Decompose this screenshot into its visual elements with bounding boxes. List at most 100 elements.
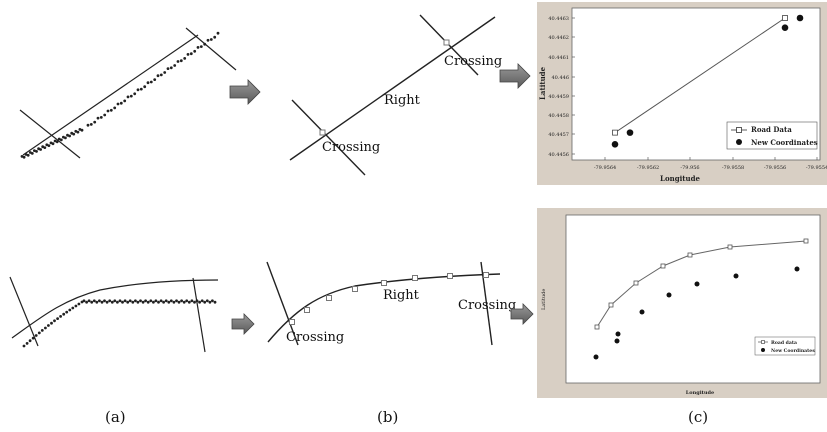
new-coordinate-point	[611, 140, 619, 148]
gps-point	[45, 143, 49, 147]
chart-bottom-legend-road: Road data	[771, 340, 797, 346]
gps-point	[37, 331, 41, 335]
gps-point	[78, 127, 82, 131]
chart-top-legend-new: New Coordinates	[751, 138, 818, 147]
y-tick-label: 40.4462	[548, 35, 569, 41]
gps-point	[205, 299, 209, 303]
gps-point	[175, 299, 178, 303]
gps-point	[199, 45, 203, 48]
gps-point	[131, 300, 135, 304]
row1-road-line	[22, 34, 199, 156]
chart-bottom-legend-dot-icon	[761, 348, 765, 352]
gps-point	[53, 319, 56, 323]
gps-point	[180, 299, 184, 303]
gps-point	[208, 300, 212, 304]
row2-b-crossing-left	[266, 261, 299, 346]
gps-point	[136, 88, 140, 92]
row1-b-crossing-left	[291, 99, 366, 176]
road-data-point	[782, 15, 788, 21]
gps-point	[92, 299, 96, 303]
chart-bottom-road-point	[608, 302, 614, 308]
gps-point	[149, 80, 153, 84]
gps-point	[33, 149, 36, 153]
row2-label-crossing-left: Crossing	[286, 330, 344, 345]
gps-point	[74, 129, 78, 133]
chart-bottom-new-point	[593, 354, 599, 360]
gps-point	[105, 300, 109, 304]
chart-top: 40.446340.446240.446140.44640.445940.445…	[537, 2, 827, 185]
gps-point	[166, 67, 170, 70]
chart-bottom-new-point	[614, 338, 620, 344]
gps-point	[51, 142, 55, 146]
gps-point	[182, 300, 186, 304]
gps-point	[169, 66, 173, 70]
chart-top-marks	[611, 14, 804, 148]
gps-point	[76, 130, 80, 134]
gps-point	[128, 299, 132, 303]
gps-point	[213, 35, 217, 39]
row1-b-node-right	[443, 39, 450, 46]
gps-point	[176, 60, 180, 63]
chart-bottom-marks	[593, 238, 809, 360]
gps-point	[103, 299, 106, 303]
gps-point	[108, 299, 112, 303]
gps-point	[103, 113, 107, 117]
gps-point	[59, 138, 63, 142]
gps-point	[211, 299, 214, 303]
row1-arrow-bc	[499, 63, 531, 89]
row2-label-crossing-right: Crossing	[458, 298, 516, 313]
new-coordinate-point	[796, 14, 804, 22]
gps-point	[126, 95, 130, 99]
gps-point	[159, 299, 163, 303]
row2-road-curve	[11, 279, 219, 339]
chart-bottom-road-point	[594, 324, 600, 330]
gps-point	[195, 299, 199, 303]
road-node	[326, 295, 332, 301]
panel-label-a: (a)	[105, 408, 126, 426]
gps-point	[90, 300, 94, 304]
gps-point	[34, 334, 38, 337]
gps-point	[96, 116, 100, 120]
gps-point	[129, 94, 133, 98]
gps-point	[146, 300, 150, 304]
gps-point	[86, 123, 90, 127]
gps-point	[56, 317, 59, 320]
x-tick-label: -79.956	[680, 165, 699, 171]
row2-road-model: Right Crossing Crossing	[266, 261, 516, 346]
chart-top-x-ticks: -79.9564-79.9562-79.956-79.9558-79.9556-…	[594, 157, 827, 171]
gps-point	[109, 108, 113, 112]
gps-point	[116, 102, 120, 106]
gps-point	[59, 315, 62, 318]
row2-crossing-line-left	[9, 276, 39, 347]
gps-point	[136, 300, 140, 304]
gps-point	[100, 300, 104, 304]
gps-point	[39, 148, 42, 151]
y-tick-label: 40.4463	[548, 16, 569, 22]
gps-point	[149, 299, 153, 303]
gps-point	[156, 74, 160, 78]
row1-crossing-line-right	[185, 27, 237, 71]
gps-point	[209, 38, 213, 41]
row2-gps-points	[22, 299, 217, 348]
gps-point	[139, 87, 143, 91]
gps-point	[41, 145, 45, 149]
gps-point	[77, 302, 81, 306]
x-tick-label: -79.9564	[594, 165, 616, 171]
gps-point	[74, 304, 78, 308]
gps-point	[31, 336, 35, 340]
y-tick-label: 40.446	[552, 75, 570, 81]
gps-point	[80, 128, 84, 132]
gps-point	[193, 300, 196, 304]
gps-point	[28, 339, 32, 343]
gps-point	[50, 321, 53, 325]
row2-b-nodes	[289, 272, 489, 325]
gps-point	[189, 52, 193, 56]
gps-point	[203, 42, 207, 46]
gps-point	[152, 300, 155, 304]
gps-point	[110, 300, 114, 304]
gps-point	[68, 308, 72, 312]
gps-point	[121, 300, 124, 304]
gps-point	[95, 300, 99, 304]
chart-bottom: Latitude Longitude Road data	[537, 208, 827, 398]
